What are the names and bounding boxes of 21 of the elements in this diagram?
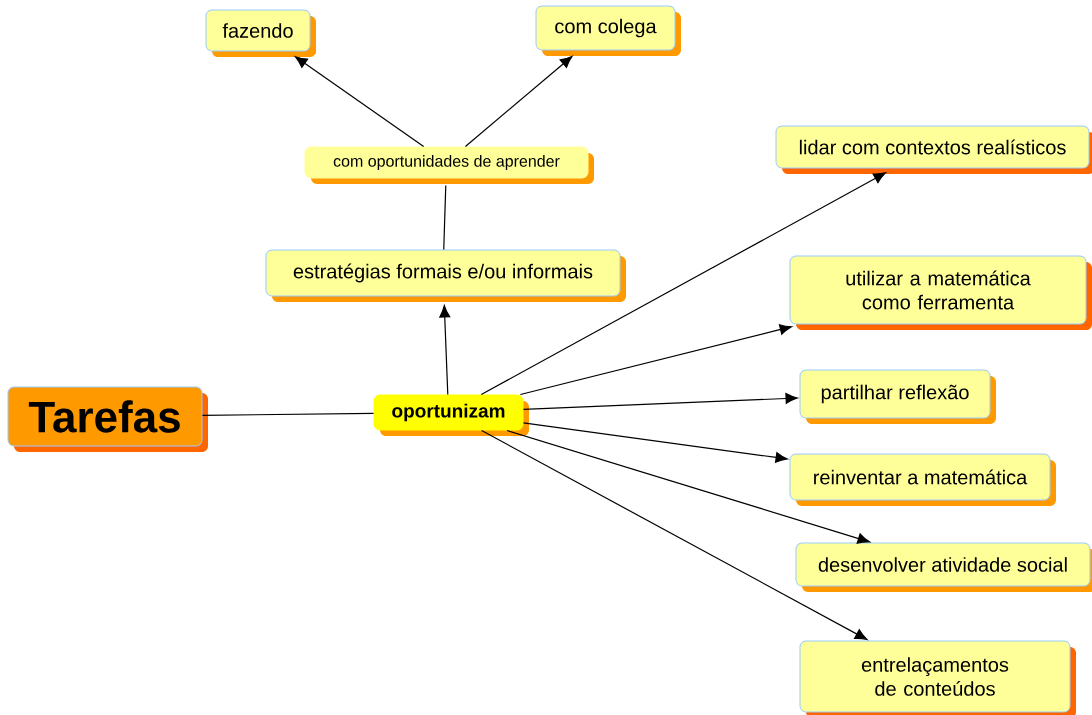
concept-box: Tarefas — [7, 386, 208, 452]
arrow — [294, 56, 425, 148]
concept-box: com colega — [535, 5, 681, 56]
arrow — [480, 172, 886, 396]
concept-box: estratégias formais e/ou informais — [265, 249, 626, 302]
arrow — [506, 429, 870, 544]
concept-box: utilizar a matemática como ferramenta — [789, 255, 1092, 330]
concept-box: com oportunidades de aprender — [304, 146, 594, 184]
concept-box: partilhar reflexão — [799, 369, 996, 424]
arrow — [522, 422, 788, 463]
concept-box: lidar com contextos realísticos — [775, 125, 1092, 174]
arrow — [519, 324, 793, 396]
arrow — [481, 429, 868, 641]
concept-box: oportunizam — [373, 394, 529, 436]
concept-box: reinventar a matemática — [789, 453, 1056, 506]
concept-box: entrelaçamentos de conteúdos — [799, 640, 1076, 715]
arrow — [464, 55, 573, 148]
concept-box: fazendo — [205, 9, 316, 57]
arrow — [439, 305, 451, 396]
concept-box: desenvolver atividade social — [795, 542, 1092, 592]
arrow — [522, 393, 798, 410]
